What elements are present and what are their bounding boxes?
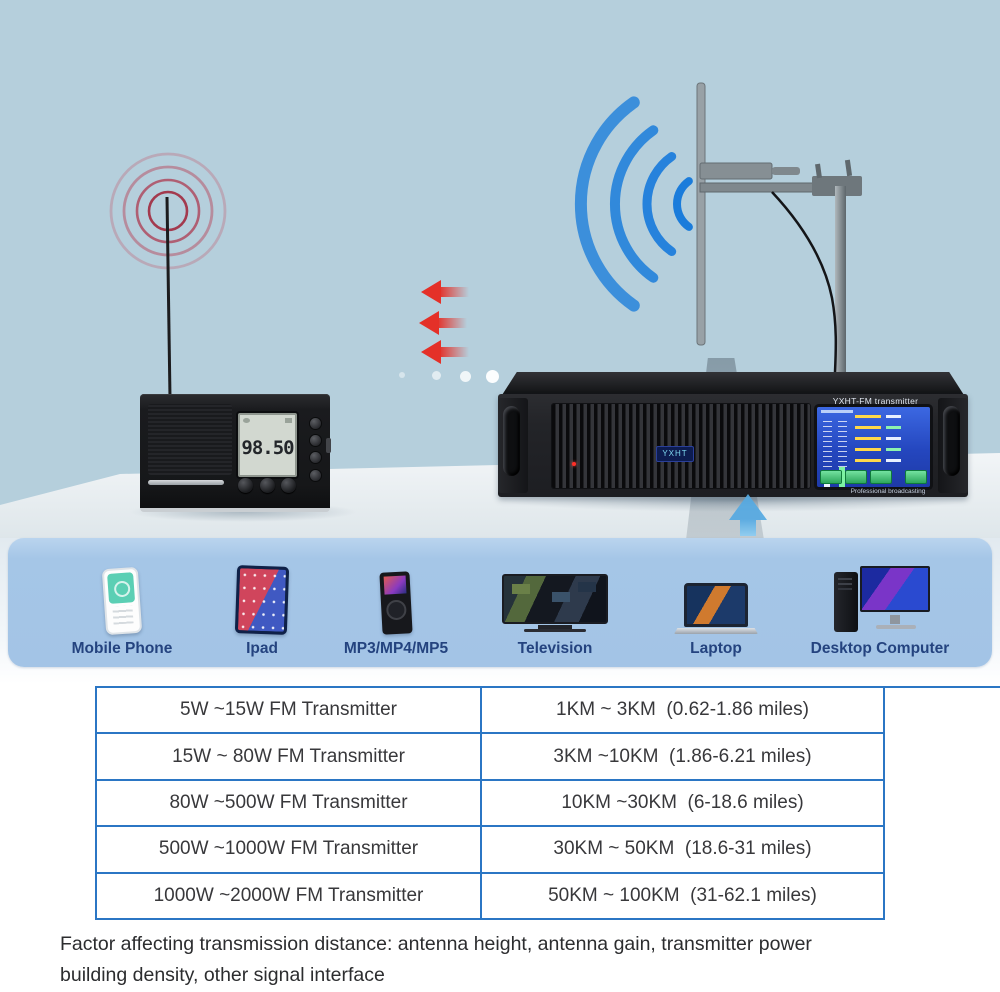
device-label: Mobile Phone [71, 640, 173, 657]
ipad-icon [234, 565, 290, 635]
device-label: Television [517, 640, 593, 657]
radio-side-button [310, 470, 321, 481]
transmitter-touchscreen [817, 407, 930, 487]
antenna-signal-waves-icon [574, 96, 693, 312]
footnote-line2: building density, other signal interface [60, 964, 385, 986]
device-label: MP3/MP4/MP5 [343, 640, 449, 657]
transmission-scene: 98.50 YXHT YXH [0, 0, 1000, 540]
table-row: 15W ~ 80W FM Transmitter 3KM ~10KM (1.86… [97, 732, 883, 779]
trail-dot [432, 371, 441, 380]
television-icon [502, 574, 608, 634]
screen-soft-buttons [821, 471, 926, 483]
power-cell: 1000W ~2000W FM Transmitter [97, 873, 482, 919]
rack-handle [943, 406, 960, 476]
device-mobile-phone: Mobile Phone [42, 552, 202, 658]
table-row: 1000W ~2000W FM Transmitter 50KM ~ 100KM… [97, 871, 883, 919]
device-ipad: Ipad [182, 552, 342, 658]
distance-cell: 30KM ~ 50KM (18.6-31 miles) [553, 838, 812, 860]
scene-artwork [109, 82, 862, 399]
trail-dot [399, 372, 405, 378]
level-meter-scale [838, 419, 847, 467]
radio-side-button [310, 418, 321, 429]
device-mp3-player: MP3/MP4/MP5 [316, 552, 476, 658]
screen-parameter-rows [855, 415, 927, 470]
transmitter-top-panel [502, 372, 964, 394]
radio-knob [238, 478, 253, 493]
signal-direction-arrow-icon [421, 280, 471, 304]
radio-antenna-rod [165, 196, 172, 399]
radio-tuning-slot [148, 480, 224, 485]
power-cell: 500W ~1000W FM Transmitter [97, 827, 482, 872]
mobile-phone-icon [101, 566, 143, 636]
table-row: 500W ~1000W FM Transmitter 30KM ~ 50KM (… [97, 825, 883, 872]
dipole-antenna-illustration [696, 82, 862, 376]
compatible-devices-panel: Mobile Phone Ipad MP3/MP4/MP5 Television… [8, 538, 992, 667]
power-cell: 15W ~ 80W FM Transmitter [97, 734, 482, 779]
transmitter-front-panel: YXHT YXHT-FM transmitter [498, 394, 968, 497]
transmitter-logo-display: YXHT [656, 446, 694, 462]
portable-radio-illustration: 98.50 [140, 394, 331, 512]
fm-transmitter-illustration: YXHT YXHT-FM transmitter [498, 372, 968, 497]
distance-cell: 10KM ~30KM (6-18.6 miles) [561, 792, 804, 814]
footnote-line1: Factor affecting transmission distance: … [60, 933, 812, 955]
level-meter-scale [823, 419, 832, 467]
table-row: 80W ~500W FM Transmitter 10KM ~30KM (6-1… [97, 778, 883, 826]
power-cell: 5W ~15W FM Transmitter [97, 688, 482, 733]
transmitter-tagline: Professional broadcasting [850, 488, 926, 495]
trail-dot [486, 370, 499, 383]
antenna-cable [771, 191, 838, 373]
mp3-player-icon [379, 571, 413, 635]
radio-lcd-display: 98.50 [238, 413, 297, 477]
antenna-mounting-pole [835, 186, 846, 376]
power-cell: 80W ~500W FM Transmitter [97, 780, 482, 826]
power-led [572, 462, 576, 466]
power-range-table: 5W ~15W FM Transmitter 1KM ~ 3KM (0.62-1… [95, 688, 885, 920]
distance-cell: 1KM ~ 3KM (0.62-1.86 miles) [556, 699, 809, 721]
radio-side-button [310, 452, 321, 463]
device-laptop: Laptop [636, 552, 796, 658]
transmitter-model-label: YXHT-FM transmitter [832, 396, 919, 406]
up-arrow-icon [729, 494, 767, 536]
radio-frequency-readout: 98.50 [241, 437, 294, 459]
device-television: Television [475, 552, 635, 658]
device-label: Laptop [690, 640, 742, 657]
footnote: Factor affecting transmission distance: … [60, 929, 980, 991]
device-label: Ipad [246, 640, 278, 657]
signal-direction-arrow-icon [421, 340, 471, 364]
radio-side-button [310, 435, 321, 446]
distance-cell: 50KM ~ 100KM (31-62.1 miles) [548, 884, 817, 906]
radio-knob [281, 478, 296, 493]
device-desktop-computer: Desktop Computer [800, 552, 960, 658]
signal-direction-arrow-icon [419, 311, 469, 335]
desktop-computer-icon [828, 566, 932, 634]
laptop-icon [674, 583, 758, 634]
radio-knob [260, 478, 275, 493]
radio-volume-wheel [326, 438, 331, 453]
rack-ear [498, 398, 528, 493]
rack-handle [503, 406, 520, 476]
distance-cell: 3KM ~10KM (1.86-6.21 miles) [553, 745, 812, 767]
screen-header-bar [821, 410, 853, 413]
rack-ear [938, 398, 968, 493]
table-row: 5W ~15W FM Transmitter 1KM ~ 3KM (0.62-1… [97, 688, 883, 733]
device-label: Desktop Computer [810, 640, 950, 657]
trail-dot [460, 371, 471, 382]
level-meter-bar [839, 467, 845, 487]
radio-speaker-grille [148, 404, 232, 475]
table-top-rule [95, 686, 1000, 688]
